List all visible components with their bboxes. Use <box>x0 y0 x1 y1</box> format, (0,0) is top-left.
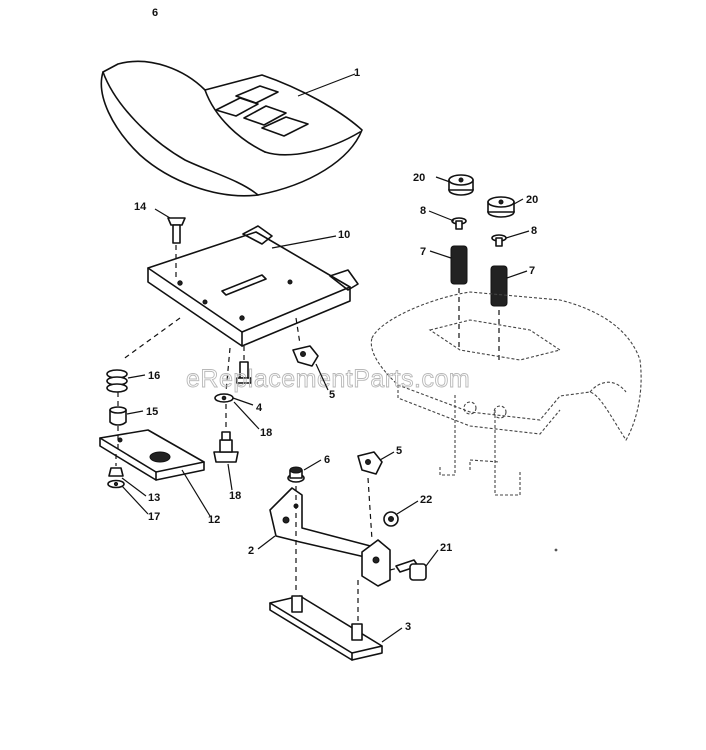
callout-1: 1 <box>354 67 360 79</box>
nut-13 <box>108 454 124 477</box>
spring-7-left <box>450 245 468 350</box>
spacer-15 <box>109 392 127 426</box>
stray-mark <box>554 548 558 552</box>
callout-17: 17 <box>148 511 160 523</box>
callout-18a: 18 <box>260 427 272 439</box>
callout-labels: 1 10 14 20 20 8 8 7 7 16 15 4 18 5 12 13… <box>134 67 538 633</box>
callout-15: 15 <box>146 406 158 418</box>
callout-2: 2 <box>248 545 254 557</box>
clip-5-left <box>292 317 319 367</box>
callout-14: 14 <box>134 201 147 213</box>
callout-6: 6 <box>324 454 330 466</box>
seat <box>100 60 363 197</box>
bumper-20-left <box>448 174 474 196</box>
callout-7b: 7 <box>529 265 535 277</box>
callout-20b: 20 <box>526 194 538 206</box>
screw-8-left <box>451 217 467 230</box>
callout-8a: 8 <box>420 205 426 217</box>
nut-22 <box>383 511 399 527</box>
spring-7-right <box>490 265 508 360</box>
bolt-14 <box>167 217 186 280</box>
bolt-4 <box>236 346 252 384</box>
callout-20a: 20 <box>413 172 425 184</box>
spring-16 <box>106 317 181 393</box>
callout-13: 13 <box>148 492 160 504</box>
clip-5-right <box>357 451 383 541</box>
callout-4: 4 <box>256 402 263 414</box>
callout-21: 21 <box>440 542 452 554</box>
callout-7a: 7 <box>420 246 426 258</box>
callout-3: 3 <box>405 621 411 633</box>
base-plate-3 <box>269 486 383 661</box>
callout-18b: 18 <box>229 490 241 502</box>
grommet-6 <box>287 466 305 483</box>
bolt-21 <box>389 559 427 581</box>
callout-22: 22 <box>420 494 432 506</box>
callout-5a: 5 <box>329 389 335 401</box>
tractor-body-outline <box>370 291 642 496</box>
top-fragment: 6 <box>152 7 158 19</box>
callout-8b: 8 <box>531 225 537 237</box>
callout-5b: 5 <box>396 445 402 457</box>
callout-12: 12 <box>208 514 220 526</box>
callout-16: 16 <box>148 370 160 382</box>
washer-17 <box>107 479 125 489</box>
mount-bracket-2 <box>269 487 391 587</box>
washer-18 <box>214 347 234 403</box>
knob-18 <box>213 404 239 463</box>
callout-10: 10 <box>338 229 350 241</box>
screw-8-right <box>491 234 507 247</box>
bumper-20-right <box>487 196 515 218</box>
seat-pan <box>147 225 359 347</box>
bracket-12 <box>99 426 205 481</box>
leader-lines <box>121 73 530 643</box>
